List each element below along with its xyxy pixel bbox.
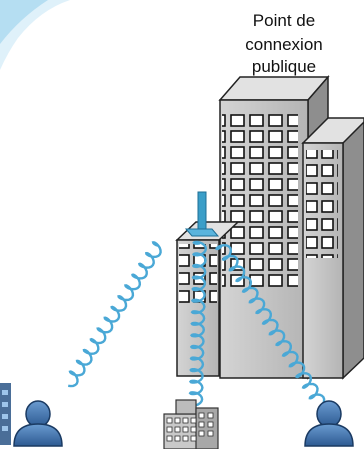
right-building [303,118,364,378]
hotspot-label-line-1: Point de [222,11,346,31]
wave-coil [68,242,160,386]
corner-decoration [0,0,70,70]
person-icon [14,401,62,446]
left-edge-decoration [0,383,11,445]
office-building-icon [164,400,218,449]
hotspot-label-line-3: publique [222,57,346,77]
person-icon [305,401,353,446]
hotspot-label-line-2: connexion [222,35,346,55]
